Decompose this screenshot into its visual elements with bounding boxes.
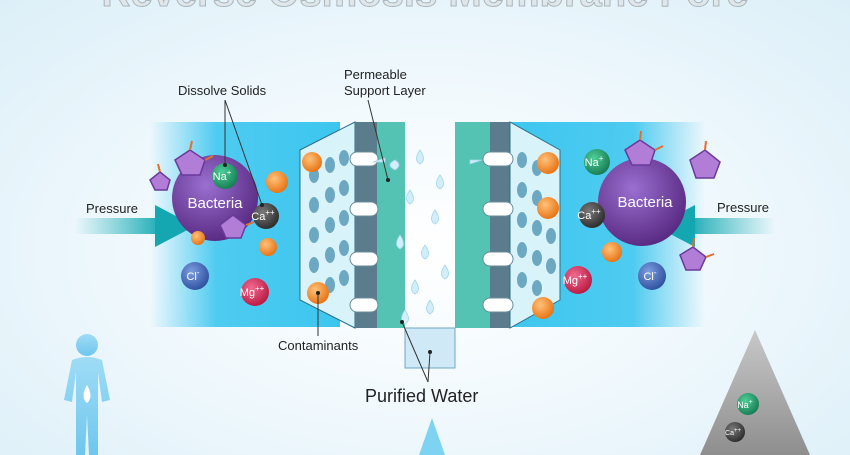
na-ion-right bbox=[584, 149, 610, 175]
support-layer-left bbox=[355, 122, 377, 328]
bacteria-right-label: Bacteria bbox=[617, 194, 673, 211]
cl-left-label: Cl- bbox=[186, 268, 199, 283]
human-water-drop-icon bbox=[83, 385, 91, 403]
dissolve-solids-leaders bbox=[224, 99, 263, 206]
bacteria-right bbox=[598, 158, 686, 246]
virus-spikes bbox=[157, 130, 715, 258]
mg-right-label: Mg++ bbox=[563, 272, 588, 287]
contaminant bbox=[259, 238, 277, 256]
contaminant bbox=[302, 152, 322, 172]
ca-ion-cone bbox=[725, 422, 745, 442]
membrane-left bbox=[299, 121, 356, 329]
cl-ion-left bbox=[181, 262, 209, 290]
human-silhouette-icon bbox=[64, 334, 110, 455]
mg-ion-left bbox=[241, 278, 269, 306]
diagram-title: Reverse Osmosis Membrane Pore bbox=[102, 0, 749, 15]
na-ion-cone bbox=[737, 393, 759, 415]
ca-left-label: Ca++ bbox=[251, 208, 275, 223]
membrane-right bbox=[509, 121, 561, 329]
pore-channels-right bbox=[482, 151, 514, 313]
ca-right-label: Ca++ bbox=[577, 207, 601, 222]
na-cone-label: Na+ bbox=[737, 399, 753, 410]
contaminants-label: Contaminants bbox=[278, 338, 359, 353]
pressure-right-label: Pressure bbox=[717, 200, 769, 215]
contaminant bbox=[532, 297, 554, 319]
permeable-leader bbox=[367, 99, 389, 181]
ca-ion-left bbox=[253, 203, 279, 229]
contaminant bbox=[537, 197, 559, 219]
contaminant bbox=[537, 152, 559, 174]
water-droplets bbox=[372, 149, 483, 325]
purified-water-label: Purified Water bbox=[365, 386, 478, 406]
water-drop-icon bbox=[419, 418, 445, 455]
na-ion-left bbox=[212, 163, 238, 189]
active-membrane-right bbox=[455, 122, 490, 328]
na-right-label: Na+ bbox=[585, 154, 604, 169]
na-left-label: Na+ bbox=[213, 168, 232, 183]
ca-cone-label: Ca++ bbox=[725, 428, 741, 437]
purified-water-outlet bbox=[404, 327, 456, 369]
permeable-label-line1: Permeable bbox=[344, 67, 407, 82]
active-membrane-left bbox=[377, 122, 405, 328]
cl-ion-right bbox=[638, 262, 666, 290]
pressure-arrow-left-icon bbox=[75, 205, 195, 247]
ca-ion-right bbox=[579, 202, 605, 228]
dissolve-solids-label: Dissolve Solids bbox=[178, 83, 267, 98]
contaminant bbox=[266, 171, 288, 193]
pore-channels-left bbox=[349, 151, 379, 313]
pressure-left-label: Pressure bbox=[86, 201, 138, 216]
mg-left-label: Mg++ bbox=[240, 284, 265, 299]
purified-water-leaders bbox=[401, 321, 431, 383]
contaminant bbox=[602, 242, 622, 262]
impurity-cone bbox=[700, 330, 810, 455]
contaminant bbox=[191, 231, 205, 245]
support-layer-right bbox=[490, 122, 510, 328]
cl-right-label: Cl- bbox=[643, 268, 656, 283]
mg-ion-right bbox=[564, 266, 592, 294]
permeable-label-line2: Support Layer bbox=[344, 83, 426, 98]
bacteria-left-label: Bacteria bbox=[187, 195, 243, 212]
